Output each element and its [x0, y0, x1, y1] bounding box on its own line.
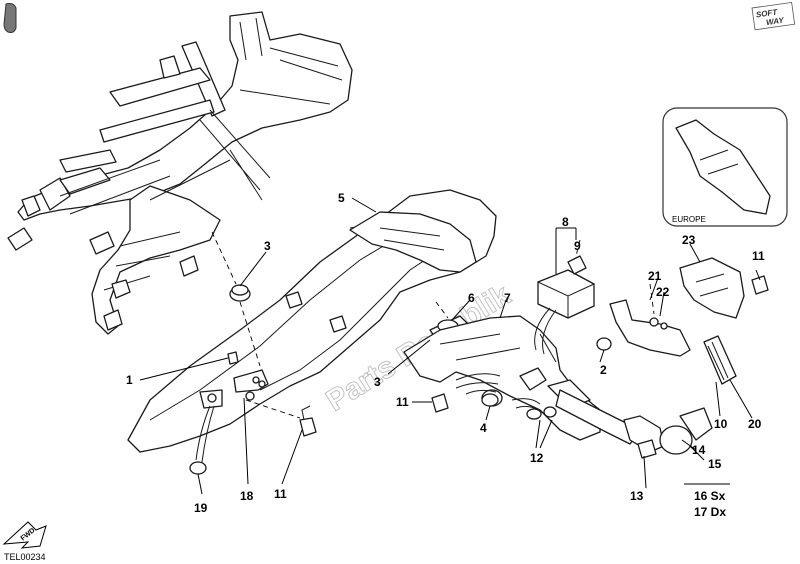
callout-10: 10 — [714, 417, 728, 431]
europe-inset: EUROPE — [662, 107, 788, 227]
callout-14: 14 — [692, 443, 706, 457]
callout-20: 20 — [748, 417, 762, 431]
plate-holder-part-7 — [403, 315, 601, 441]
screw-part-2 — [596, 337, 612, 351]
tab-marker-icon — [3, 3, 17, 33]
bolt-part-11-left — [299, 405, 317, 437]
callout-5: 5 — [338, 191, 345, 205]
callout-17: 17 Dx — [694, 505, 726, 519]
callout-4: 4 — [480, 421, 487, 435]
callout-22: 22 — [656, 285, 670, 299]
wiring — [455, 373, 541, 411]
svg-text:WAY: WAY — [766, 16, 785, 27]
plate-bracket-part-21 — [609, 299, 691, 357]
callout-19: 19 — [194, 501, 208, 515]
callout-11c: 11 — [752, 249, 765, 263]
bolt-part-11-right — [751, 275, 769, 295]
callout-16: 16 Sx — [694, 489, 726, 503]
callout-11a: 11 — [396, 395, 409, 409]
callout-11b: 11 — [274, 487, 287, 501]
callout-leaders — [139, 197, 761, 495]
callout-18: 18 — [240, 489, 254, 503]
assembly-guides — [211, 231, 655, 419]
callout-1: 1 — [126, 373, 133, 387]
grommet-part-3 — [229, 284, 251, 302]
plate-light-part-23 — [679, 257, 745, 319]
callout-21: 21 — [648, 269, 662, 283]
callout-9: 9 — [574, 239, 581, 253]
grommets-part-12 — [526, 406, 557, 420]
fuse-part-9 — [567, 255, 587, 275]
relay-part-8 — [534, 269, 595, 355]
svg-text:SOFT: SOFT — [755, 7, 778, 19]
callout-8: 8 — [562, 215, 569, 229]
callout-3a: 3 — [264, 239, 271, 253]
rear-undertray — [127, 189, 497, 453]
frame-subframe — [7, 11, 353, 335]
brand-logo: SOFT WAY — [751, 1, 796, 31]
callout-23: 23 — [682, 233, 696, 247]
fwd-arrow-icon: FWD — [2, 521, 47, 549]
callout-2: 2 — [600, 363, 607, 377]
cable-part-19 — [189, 389, 223, 475]
grommet-part-4 — [481, 393, 499, 407]
callout-13: 13 — [630, 489, 644, 503]
callout-6: 6 — [468, 291, 475, 305]
turn-indicator-assembly — [555, 389, 713, 459]
callout-15: 15 — [708, 457, 722, 471]
callout-12: 12 — [530, 451, 544, 465]
europe-inset-label: EUROPE — [672, 215, 706, 224]
callout-labels: 1 2 3 3 4 5 6 7 8 9 10 11 11 11 12 13 14… — [126, 191, 765, 519]
callout-3b: 3 — [374, 375, 381, 389]
bolt-part-11-centre — [431, 393, 449, 413]
clamp-part-18 — [227, 351, 269, 401]
reflector-part-20 — [703, 335, 737, 385]
callout-7: 7 — [504, 291, 511, 305]
diagram-code: TEL00234 — [4, 552, 46, 562]
